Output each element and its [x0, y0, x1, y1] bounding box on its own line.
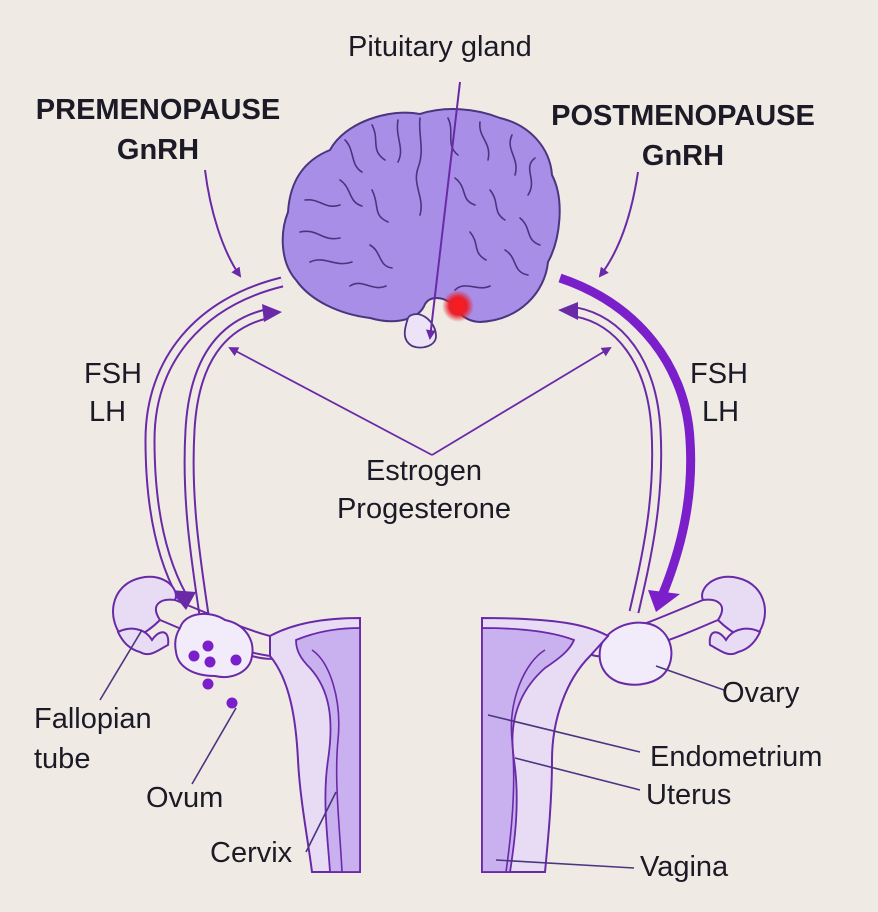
premenopause-header: PREMENOPAUSE GnRH — [8, 90, 308, 170]
gnrh-pre-arrow — [204, 169, 242, 278]
endometrium-label: Endometrium — [650, 741, 823, 773]
hormone-feedback-label: Estrogen Progesterone — [300, 452, 548, 528]
right-feedback-loop — [558, 273, 696, 614]
estrogen-pointer-right — [431, 346, 612, 456]
fallopian-label-line1: Fallopian — [34, 703, 152, 735]
progesterone-label: Progesterone — [336, 493, 512, 525]
uterus-label: Uterus — [646, 779, 732, 811]
gnrh-post-arrow — [598, 171, 639, 278]
pituitary-gland-label: Pituitary gland — [348, 31, 532, 63]
lh-left-label: LH — [89, 396, 127, 428]
lesion-spot — [442, 290, 474, 322]
postmenopause-gnrh: GnRH — [641, 140, 725, 172]
fallopian-label-line2: tube — [34, 743, 91, 775]
ovary-label: Ovary — [722, 677, 800, 709]
estrogen-label: Estrogen — [365, 455, 483, 487]
postmenopause-title: POSTMENOPAUSE — [551, 100, 815, 132]
pituitary-pointer — [425, 81, 461, 340]
premenopause-gnrh: GnRH — [116, 134, 200, 166]
cervix-label: Cervix — [210, 837, 293, 869]
left-reproductive-organs — [112, 575, 361, 873]
ovum-label: Ovum — [146, 782, 224, 814]
vagina-label: Vagina — [640, 851, 729, 883]
right-reproductive-organs — [481, 575, 766, 873]
left-feedback-loop — [144, 276, 284, 616]
lh-right-label: LH — [702, 396, 740, 428]
fallopian-tube-label: Fallopian tube — [34, 699, 152, 779]
fsh-left-label: FSH — [84, 358, 142, 390]
premenopause-title: PREMENOPAUSE — [35, 94, 281, 126]
fsh-lh-right: FSH LH — [690, 355, 748, 431]
label-leader-lines — [99, 629, 725, 869]
estrogen-pointer-left — [228, 347, 433, 456]
fsh-lh-left: FSH LH — [84, 355, 142, 431]
fsh-right-label: FSH — [690, 358, 748, 390]
postmenopause-header: POSTMENOPAUSE GnRH — [520, 96, 846, 176]
brain — [281, 108, 561, 349]
